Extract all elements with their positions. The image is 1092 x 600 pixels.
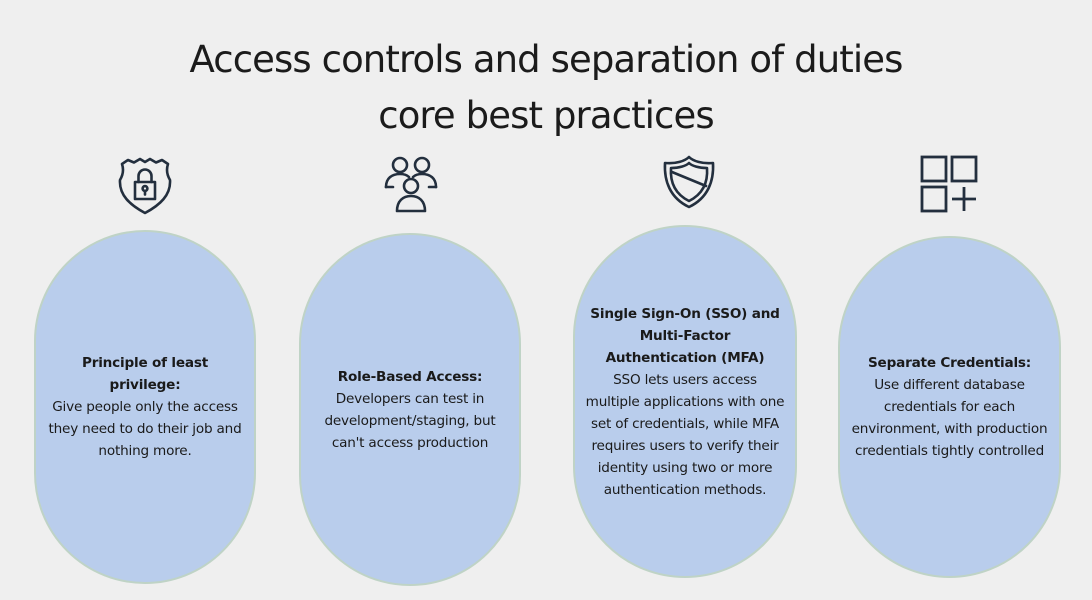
practice-text: Principle of least privilege: Give peopl…: [47, 352, 243, 462]
page-title: Access controls and separation of duties…: [0, 32, 1092, 144]
practice-text: Role-Based Access: Developers can test i…: [312, 366, 508, 454]
practice-text: Separate Credentials: Use different data…: [850, 352, 1050, 462]
shield-lock-icon: [113, 154, 177, 218]
practice-body: Developers can test in development/stagi…: [324, 390, 496, 451]
practice-body: Give people only the access they need to…: [48, 399, 242, 459]
practice-heading: Principle of least privilege:: [81, 355, 209, 393]
practice-heading: Single Sign-On (SSO) and Multi-Factor Au…: [590, 305, 780, 366]
practice-heading: Separate Credentials:: [867, 355, 1032, 371]
practice-card-sso-mfa: Single Sign-On (SSO) and Multi-Factor Au…: [573, 225, 797, 578]
users-group-icon: [379, 153, 443, 217]
practice-body: Use different database credentials for e…: [851, 377, 1048, 459]
practice-card-separate-credentials: Separate Credentials: Use different data…: [838, 236, 1061, 578]
shield-icon: [657, 150, 721, 214]
practice-card-least-privilege: Principle of least privilege: Give peopl…: [34, 230, 256, 584]
practice-heading: Role-Based Access:: [337, 368, 483, 385]
title-line-2: core best practices: [378, 94, 714, 137]
title-line-1: Access controls and separation of duties: [189, 38, 904, 81]
grid-add-icon: [916, 151, 980, 215]
practice-text: Single Sign-On (SSO) and Multi-Factor Au…: [585, 303, 785, 501]
practice-card-role-based-access: Role-Based Access: Developers can test i…: [299, 233, 521, 586]
practice-body: SSO lets users access multiple applicati…: [585, 371, 785, 498]
